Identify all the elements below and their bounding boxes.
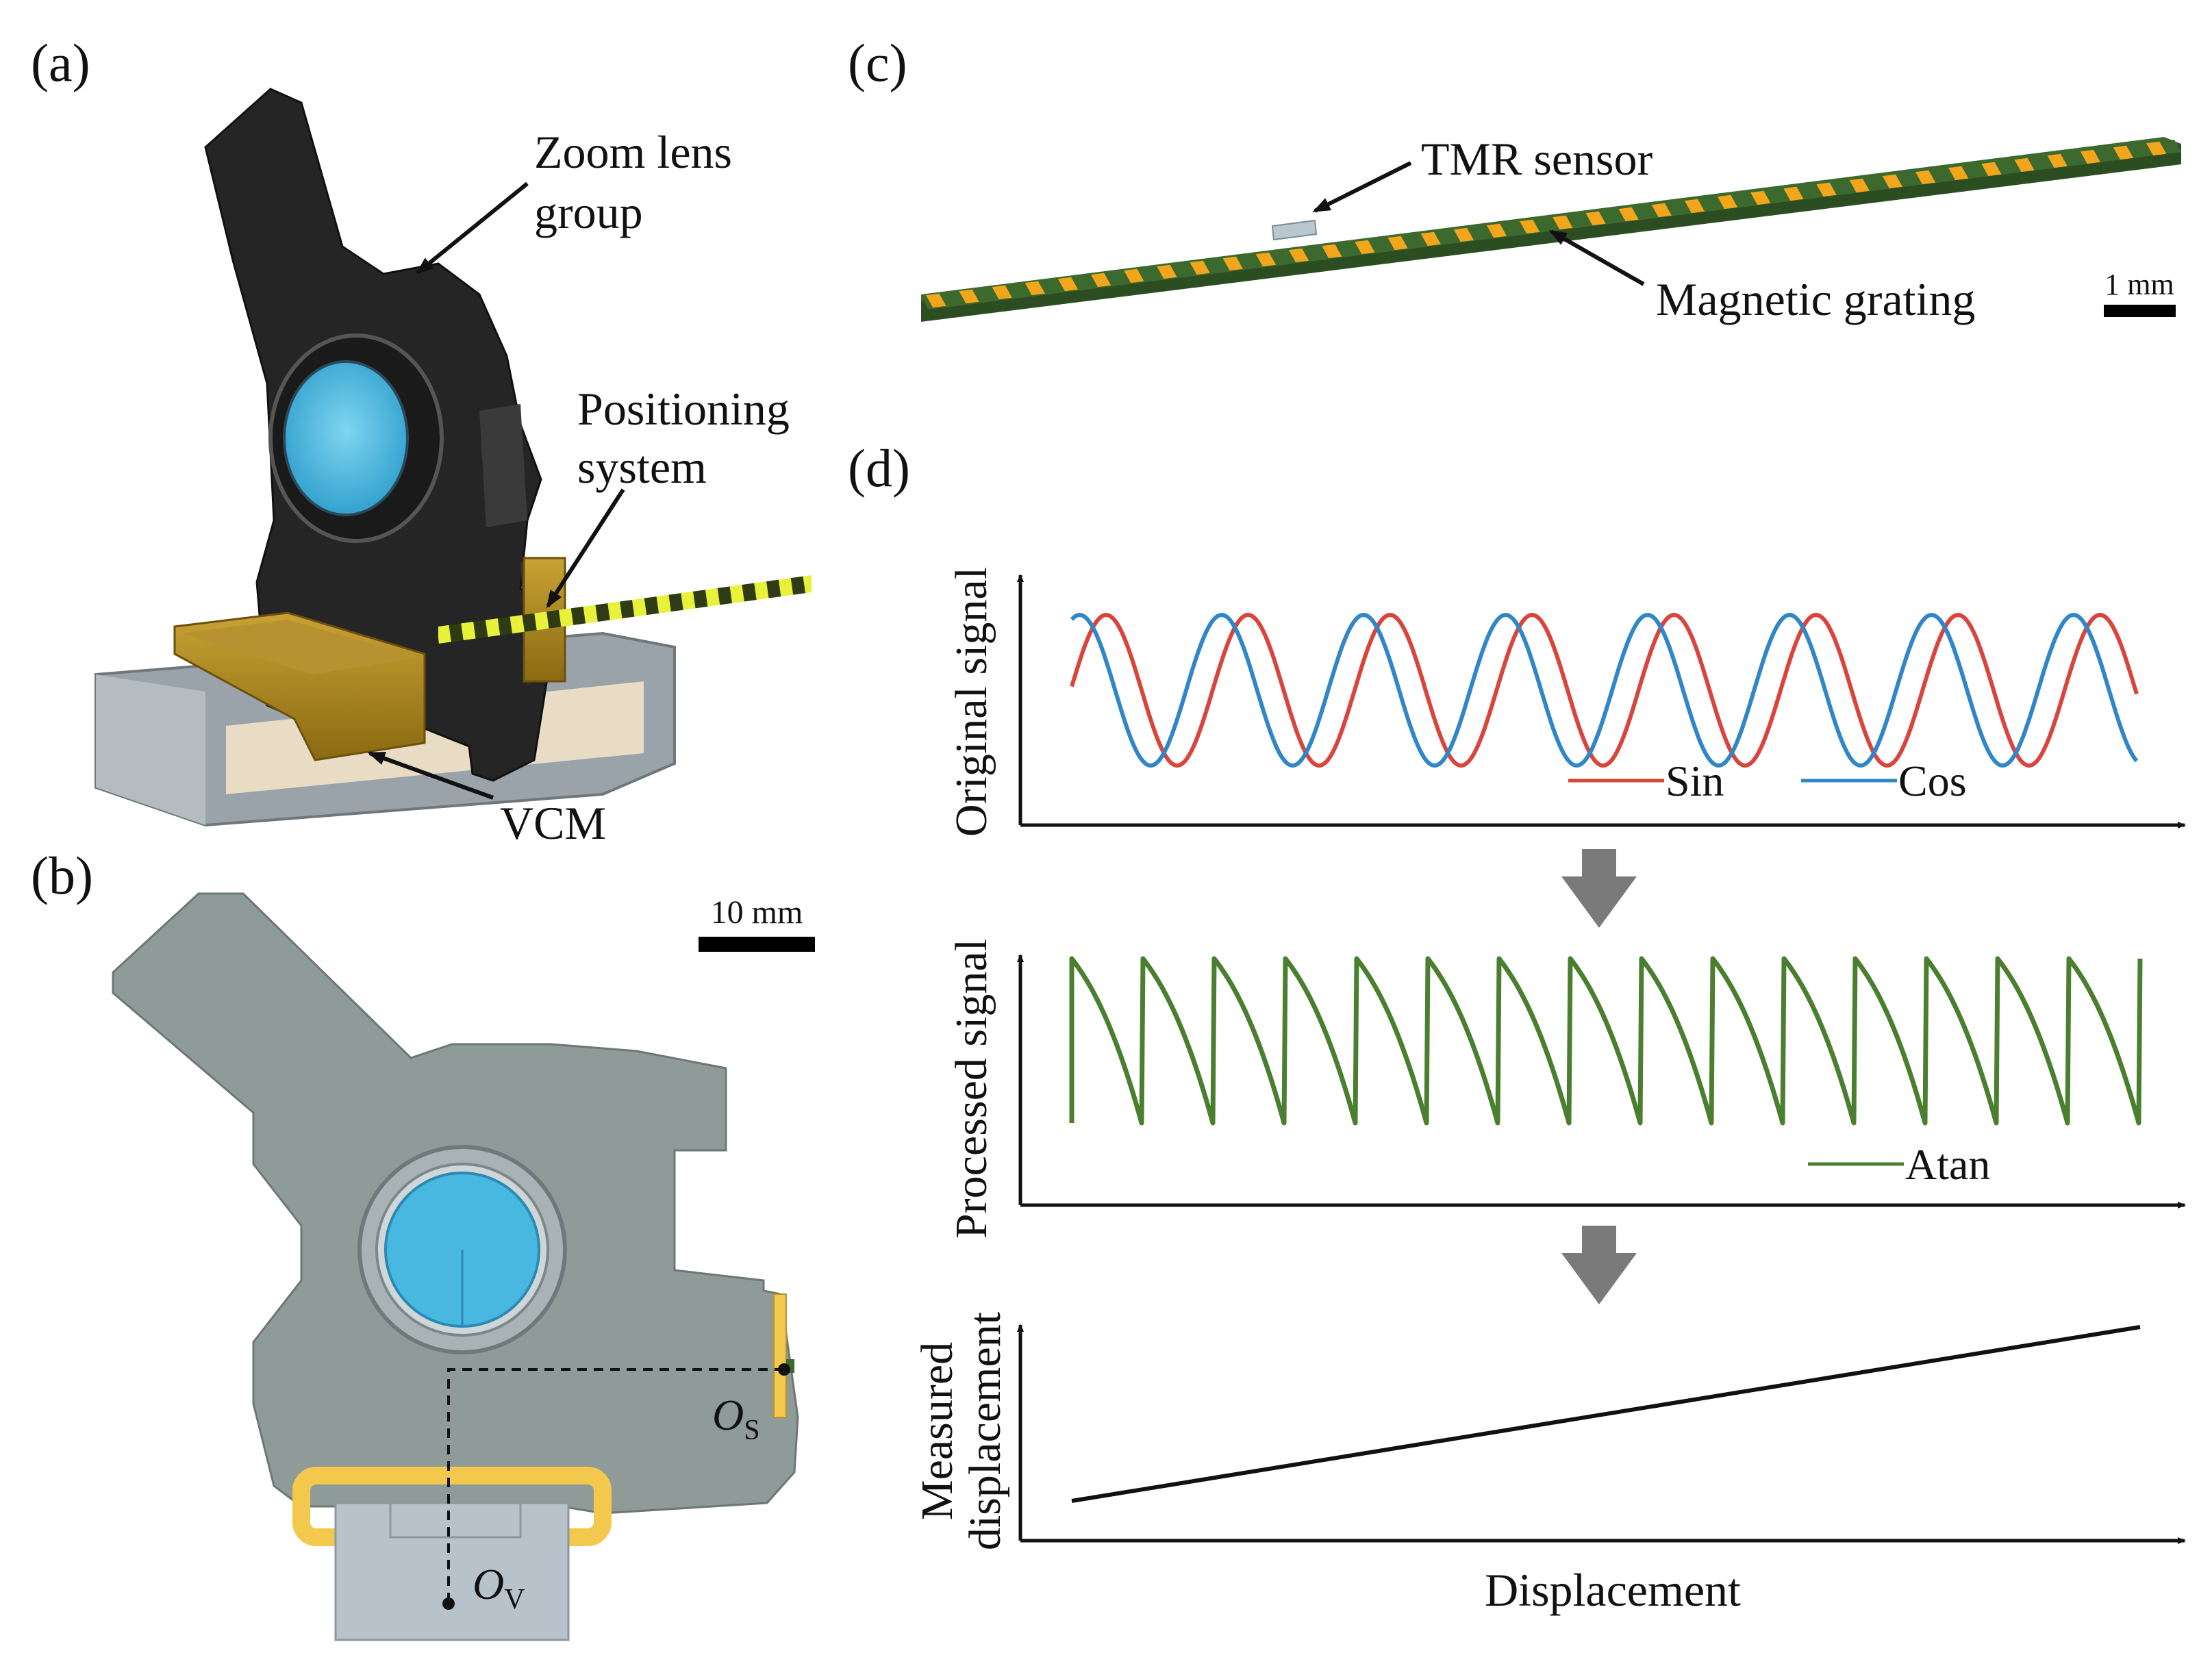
grating-stripe	[1882, 174, 1903, 189]
processed-ylabel: Processed signal	[946, 939, 996, 1239]
positioning-label-1: Positioning	[577, 383, 790, 435]
grating-stripe	[1255, 252, 1277, 267]
grating-stripe	[1981, 162, 2002, 177]
magnetic-grating	[921, 140, 2181, 309]
panel-a: (a) Zoom lens group Positioning s	[31, 33, 812, 849]
panel-b: (b) 10 mm OS OV	[31, 846, 815, 1641]
zoom-lens-label-2: group	[534, 186, 643, 238]
scale-bar-c-label: 1 mm	[2104, 268, 2174, 301]
grating-stripe	[1453, 227, 1474, 242]
panel-b-label: (b)	[31, 846, 93, 905]
os-label: OS	[712, 1391, 760, 1446]
grating-stripe	[1718, 194, 1738, 210]
callout-arrow-vcm	[367, 751, 494, 800]
grating-stripe	[1750, 190, 1771, 205]
panel-c: (c) TMR sensor Magnetic grating 1 mm	[848, 33, 2181, 325]
arrow-down-icon	[1561, 849, 1637, 928]
grating-stripe	[2014, 157, 2035, 173]
grating-stripe	[1057, 277, 1079, 292]
ov-point	[442, 1597, 455, 1610]
grating-stripe	[1322, 244, 1342, 259]
grating-stripe	[1684, 199, 1705, 214]
grating-stripe	[1520, 219, 1540, 234]
plot-processed: Atan Processed signal	[946, 939, 2186, 1239]
grating-stripe	[2113, 145, 2134, 160]
ov-label: OV	[473, 1560, 525, 1615]
os-point	[778, 1363, 790, 1376]
grating-stripe	[1651, 203, 1672, 218]
grating-stripe	[1618, 207, 1639, 222]
cos-line	[1070, 613, 2139, 768]
atan-line	[1069, 956, 2143, 1126]
callout-arrow-tmr	[1312, 161, 1412, 213]
vcm-label: VCM	[500, 797, 606, 849]
arrow-down-icon	[1561, 1226, 1637, 1304]
measured-ylabel-1: Measured	[912, 1342, 962, 1520]
sin-line	[1070, 612, 2139, 768]
scale-bar-b-label: 10 mm	[711, 894, 803, 931]
panel-a-label: (a)	[31, 33, 90, 92]
legend-cos: Cos	[1898, 757, 1967, 805]
legend-atan: Atan	[1905, 1140, 1990, 1189]
grating-label: Magnetic grating	[1656, 273, 1975, 325]
lens	[268, 333, 444, 543]
plot-measured: Measured displacement Displacement	[912, 1312, 2186, 1616]
grating-stripe	[1091, 273, 1111, 288]
grating-stripe	[1157, 264, 1177, 279]
grating-stripe	[1124, 268, 1144, 283]
grating-stripe	[1816, 182, 1837, 197]
grating-stripe	[1025, 281, 1045, 296]
grating-stripe	[1783, 186, 1804, 201]
plot-original: Sin Cos Original signal	[946, 567, 2186, 837]
grating-stripe	[1420, 231, 1441, 247]
grating-stripe	[1553, 215, 1573, 230]
grating-stripe	[1222, 256, 1243, 271]
grating-stripe	[1387, 236, 1408, 251]
measured-ylabel-2: displacement	[960, 1312, 1010, 1550]
callout-arrow-positioning	[546, 488, 625, 609]
grating-stripe	[959, 289, 979, 304]
grating-stripe	[2047, 153, 2068, 168]
x-axis-label: Displacement	[1485, 1564, 1741, 1616]
original-ylabel: Original signal	[946, 567, 996, 837]
grating-stripe	[2146, 141, 2167, 156]
panel-c-label: (c)	[848, 33, 907, 92]
measured-line	[1071, 1325, 2141, 1503]
grating-stripe	[2080, 149, 2101, 164]
grating-strip	[773, 1293, 787, 1418]
positioning-grating	[438, 575, 812, 644]
lens-front	[357, 1145, 567, 1354]
grating-stripe	[992, 285, 1012, 300]
panel-d: (d) Sin Cos Original signal Atan Process…	[848, 438, 2186, 1616]
positioning-label-2: system	[577, 441, 707, 493]
offset-dashed-line	[447, 1368, 784, 1602]
tmr-label: TMR sensor	[1421, 133, 1652, 185]
vcm-coil	[173, 611, 426, 761]
callout-arrow-zoom	[415, 181, 529, 275]
scale-bar-c	[2104, 305, 2176, 317]
legend-sin: Sin	[1666, 757, 1724, 805]
scale-bar-b	[699, 937, 815, 952]
magnet-block	[334, 1502, 570, 1641]
grating-stripe	[1585, 211, 1606, 226]
grating-stripe	[1948, 166, 1969, 181]
grating-stripe	[1849, 178, 1870, 193]
grating-stripe	[1190, 260, 1210, 275]
grating-stripe	[1288, 248, 1309, 263]
panel-d-label: (d)	[848, 438, 910, 498]
grating-stripe	[926, 293, 946, 308]
tmr-sensor-chip	[1271, 219, 1318, 241]
zoom-lens-label-1: Zoom lens	[534, 126, 732, 178]
grating-stripe	[1915, 170, 1936, 185]
grating-stripe	[1355, 240, 1375, 255]
grating-stripe	[1486, 223, 1507, 238]
callout-arrow-grating	[1548, 229, 1645, 286]
